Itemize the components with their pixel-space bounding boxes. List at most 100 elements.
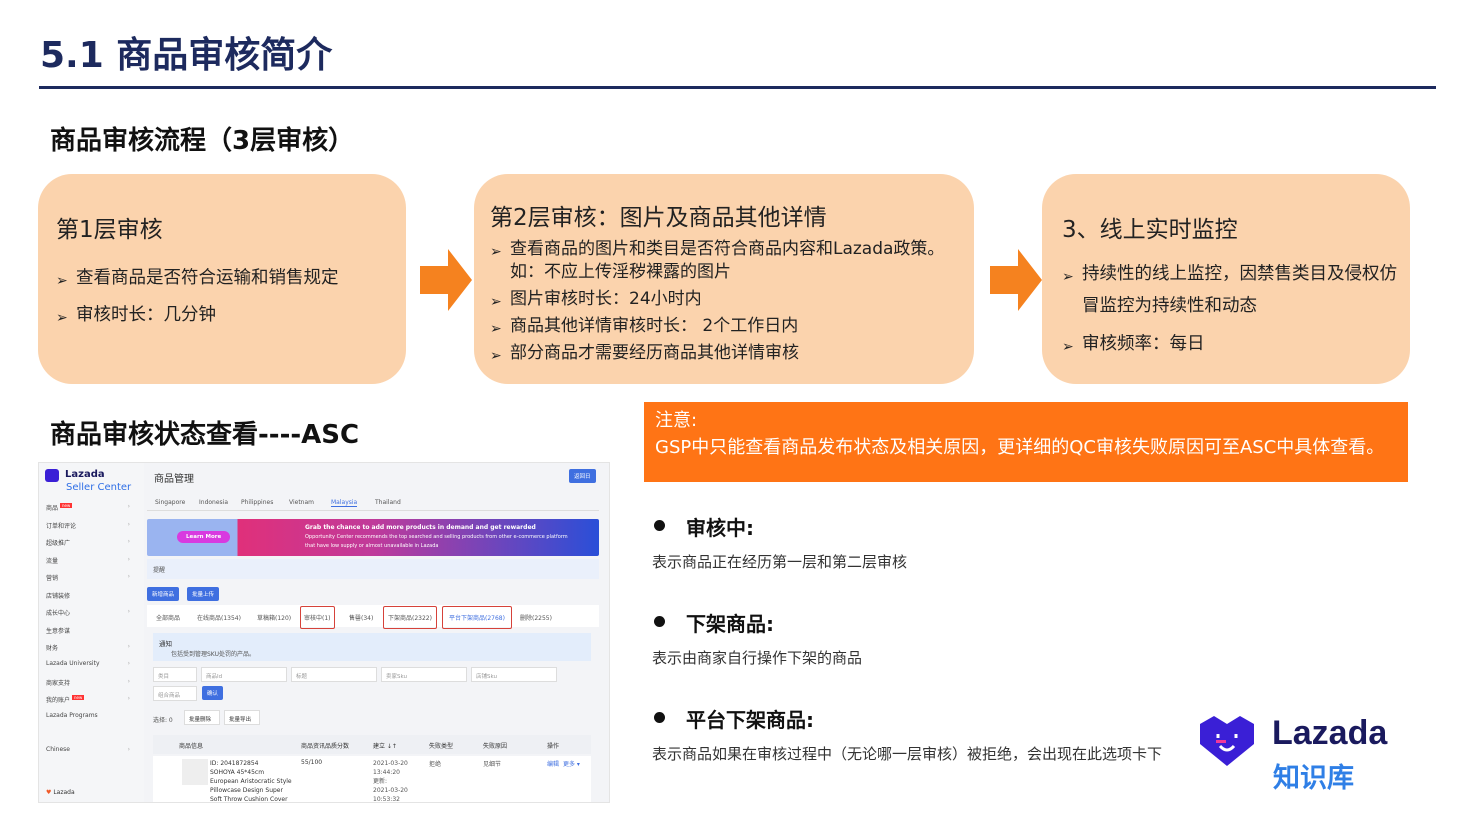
tab[interactable]: 草稿箱(120) [257, 615, 292, 622]
title-divider [39, 86, 1436, 89]
seller-sku-input[interactable]: 卖家Sku [381, 667, 467, 682]
notice-text: 包括受到管理SKU处罚的产品。 [171, 651, 255, 658]
learn-more-button[interactable]: Learn More [177, 531, 231, 543]
page-title: 5.1 商品审核简介 [40, 35, 333, 76]
country-tab[interactable]: Philippines [241, 499, 274, 506]
section-delisted: 下架商品: 表示由商家自行操作下架的商品 [652, 608, 862, 668]
section-platform-delisted: 平台下架商品: 表示商品如果在审核过程中（无论哪一层审核）被拒绝，会出现在此选项卡… [652, 704, 1162, 764]
sidebar-item[interactable]: 流量› [46, 556, 130, 565]
section-title: 下架商品: [652, 608, 862, 637]
sidebar-item[interactable]: 营销› [46, 573, 130, 582]
step-item: 审核频率：每日 [1062, 328, 1402, 363]
country-tab[interactable]: Malaysia [331, 499, 358, 507]
banner-text: Opportunity Center recommends the top se… [305, 534, 568, 540]
lazada-logo: Lazada 知识库 [1196, 714, 1387, 794]
tab[interactable]: 全部商品 [156, 615, 181, 622]
tab[interactable]: 售罄(34) [349, 615, 374, 622]
reminder-bar: 提醒 [147, 559, 599, 579]
tab-delisted[interactable]: 下架商品(2322) [383, 606, 437, 629]
arrow-right-icon [420, 249, 472, 311]
product-thumbnail [182, 759, 208, 785]
step-1-card: 第1层审核 查看商品是否符合运输和销售规定 审核时长：几分钟 [38, 174, 406, 384]
bulk-upload-button[interactable]: 批量上传 [187, 587, 220, 601]
tab-platform-delisted[interactable]: 平台下架商品(2768) [442, 606, 512, 629]
notice-box: 通知 包括受到管理SKU处罚的产品。 [153, 633, 591, 661]
reminder-text: 提醒 [153, 567, 166, 574]
section-desc: 表示商品如果在审核过程中（无论哪一层审核）被拒绝，会出现在此选项卡下 [652, 745, 1163, 763]
process-heading: 商品审核流程（3层审核） [50, 126, 355, 156]
title-input[interactable]: 标题 [291, 667, 377, 682]
asc-main: 商品管理 返回日 Singapore Indonesia Philippines… [147, 463, 609, 802]
step-item: 部分商品才需要经历商品其他详情审核 [490, 342, 970, 368]
bulk-export-button[interactable]: 批量导出 [224, 710, 260, 725]
country-tab[interactable]: Vietnam [289, 499, 315, 506]
country-tabs: Singapore Indonesia Philippines Vietnam … [147, 499, 599, 511]
status-tabs: 全部商品 在线商品(1354) 草稿箱(120) 审核中(1) 售罄(34) 下… [147, 605, 599, 629]
sidebar-item[interactable]: 生意参谋 [46, 628, 71, 635]
sidebar-item[interactable]: 商家支持› [46, 678, 130, 687]
note-label: 注意: [655, 410, 698, 431]
note-box: 注意: GSP中只能查看商品发布状态及相关原因，更详细的QC审核失败原因可至AS… [644, 402, 1408, 482]
promo-banner: Learn More Grab the chance to add more p… [147, 519, 599, 556]
edit-link[interactable]: 编辑 [547, 761, 560, 768]
sidebar-item[interactable]: Lazada Programs [46, 712, 98, 719]
section-desc: 表示由商家自行操作下架的商品 [652, 649, 863, 667]
lazada-icon [45, 469, 59, 482]
country-tab[interactable]: Indonesia [199, 499, 229, 506]
bulk-delete-button[interactable]: 批量删除 [184, 710, 220, 725]
footer-brand: ♥ Lazada [46, 789, 75, 796]
asc-page-title: 商品管理 [154, 474, 194, 485]
lazada-heart-icon [1200, 716, 1254, 766]
step-title: 第1层审核 [56, 217, 163, 243]
asc-brand-sub: Seller Center [66, 482, 132, 493]
sidebar-item[interactable]: 店铺装修 [46, 593, 71, 600]
logo-sub: 知识库 [1273, 763, 1354, 794]
country-tab[interactable]: Singapore [155, 499, 186, 506]
logo-brand: Lazada [1272, 714, 1388, 752]
banner-headline: Grab the chance to add more products in … [305, 524, 536, 531]
banner-text: that have low supply or almost unavailab… [305, 543, 439, 549]
product-id-input[interactable]: 商品Id [201, 667, 287, 682]
notice-title: 通知 [159, 640, 172, 648]
step-3-card: 3、线上实时监控 持续性的线上监控，因禁售类目及侵权仿冒监控为持续性和动态 审核… [1042, 174, 1410, 384]
step-item: 图片审核时长：24小时内 [490, 288, 970, 314]
section-title: 审核中: [652, 512, 907, 541]
step-title: 3、线上实时监控 [1062, 217, 1238, 243]
sidebar-item[interactable]: 超级推广› [46, 538, 130, 547]
step-item: 查看商品的图片和类目是否符合商品内容和Lazada政策。如：不应上传淫秽裸露的图… [490, 238, 970, 284]
selected-count: 选择: 0 [153, 717, 173, 724]
sidebar-item[interactable]: 订单和评论› [46, 521, 130, 530]
sidebar-item[interactable]: Chinese› [46, 746, 130, 753]
tab[interactable]: 在线商品(1354) [197, 615, 241, 622]
bundle-select[interactable]: 组合商品 [153, 686, 197, 701]
step-2-card: 第2层审核：图片及商品其他详情 查看商品的图片和类目是否符合商品内容和Lazad… [474, 174, 974, 384]
confirm-button[interactable]: 确认 [202, 686, 224, 700]
country-tab[interactable]: Thailand [375, 499, 401, 506]
sidebar-item[interactable]: 成长中心› [46, 608, 130, 617]
more-dropdown[interactable]: 更多 ▾ [563, 761, 580, 768]
sidebar-item[interactable]: Lazada University› [46, 660, 130, 667]
arrow-right-icon [990, 249, 1042, 311]
asc-brand: Lazada [65, 469, 105, 480]
shop-sku-input[interactable]: 店铺Sku [471, 667, 557, 682]
section-title: 平台下架商品: [652, 704, 1162, 733]
sidebar-item[interactable]: 财务› [46, 643, 130, 652]
tab-reviewing[interactable]: 审核中(1) [300, 606, 335, 629]
step-item: 持续性的线上监控，因禁售类目及侵权仿冒监控为持续性和动态 [1062, 258, 1402, 322]
step-item: 审核时长：几分钟 [56, 297, 339, 337]
status-heading: 商品审核状态查看----ASC [50, 420, 360, 450]
tab[interactable]: 删除(2255) [520, 615, 552, 622]
table-header: 商品信息 商品资讯品质分数 建立 ↓↑ 失败类型 失败原因 操作 [153, 735, 591, 754]
step-item: 商品其他详情审核时长： 2个工作日内 [490, 315, 970, 341]
category-select[interactable]: 类目 [153, 667, 197, 682]
add-product-button[interactable]: 新增商品 [147, 587, 180, 601]
top-button[interactable]: 返回日 [569, 469, 596, 483]
section-desc: 表示商品正在经历第一层和第二层审核 [652, 553, 908, 571]
note-text: GSP中只能查看商品发布状态及相关原因，更详细的QC审核失败原因可至ASC中具体… [655, 437, 1385, 458]
section-reviewing: 审核中: 表示商品正在经历第一层和第二层审核 [652, 512, 907, 572]
